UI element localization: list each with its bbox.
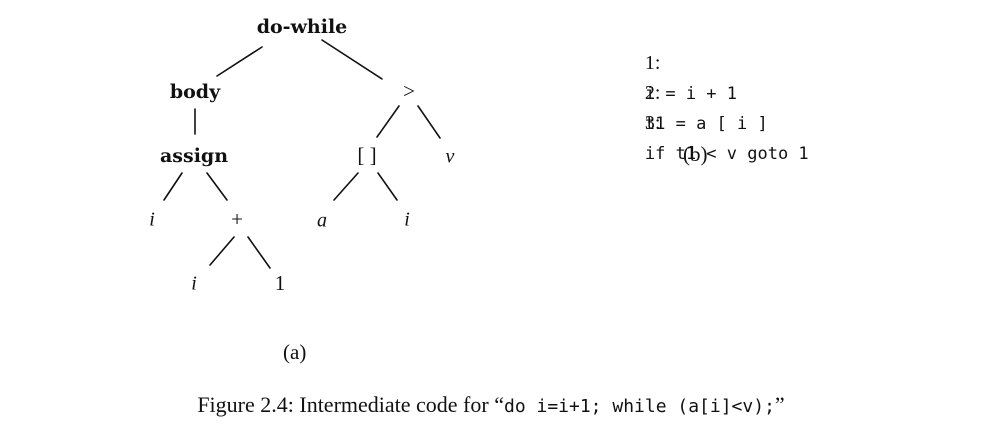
edge-plus-i [209,236,235,266]
edge-index-a [333,172,359,201]
edge-index-i [377,172,398,201]
code-line: 2: t1 = a [ i ] [622,48,809,134]
edge-assign-plus [206,172,228,201]
node-one: 1 [275,271,286,295]
caption-code: do i=i+1; while (a[i]<v); [503,396,775,417]
subfigure-label-a: (a) [283,340,307,364]
node-plus-i: i [191,273,197,295]
three-address-code: 1: i = i + 1 2: t1 = a [ i ] 3: if t1 < … [622,18,809,164]
line-number: 3: [644,112,661,134]
node-plus: + [231,207,243,231]
node-assign-i: i [149,209,155,231]
node-v: v [446,146,455,168]
caption-prefix: Figure 2.4: Intermediate code for “ [197,392,504,417]
edge-dowhile-gt [321,39,383,80]
node-index: [ ] [357,143,376,167]
code-line: 3: if t1 < v goto 1 [622,78,809,164]
node-body: body [170,81,221,103]
subfigure-label-b: (b) [683,142,708,166]
line-number: 1: [644,52,661,74]
edge-gt-v [417,105,441,139]
caption-suffix: ” [774,392,785,417]
node-assign: assign [160,145,228,167]
code-line: 1: i = i + 1 [622,18,809,104]
code-statement: t1 = a [ i ] [644,114,768,134]
node-do-while: do-while [257,16,348,38]
edge-gt-index [376,105,400,138]
code-statement: if t1 < v goto 1 [644,144,809,164]
edge-assign-i [163,172,183,201]
node-index-i: i [404,209,410,231]
syntax-tree-diagram: do-while body > assign [ ] v i + a i i 1 [149,16,455,295]
figure-caption: Figure 2.4: Intermediate code for “do i=… [0,392,982,418]
edge-dowhile-body [216,46,263,77]
node-a: a [317,210,327,232]
line-number: 2: [644,82,661,104]
edge-plus-1 [247,236,271,269]
node-greater-than: > [403,79,415,103]
code-statement: i = i + 1 [644,84,738,104]
